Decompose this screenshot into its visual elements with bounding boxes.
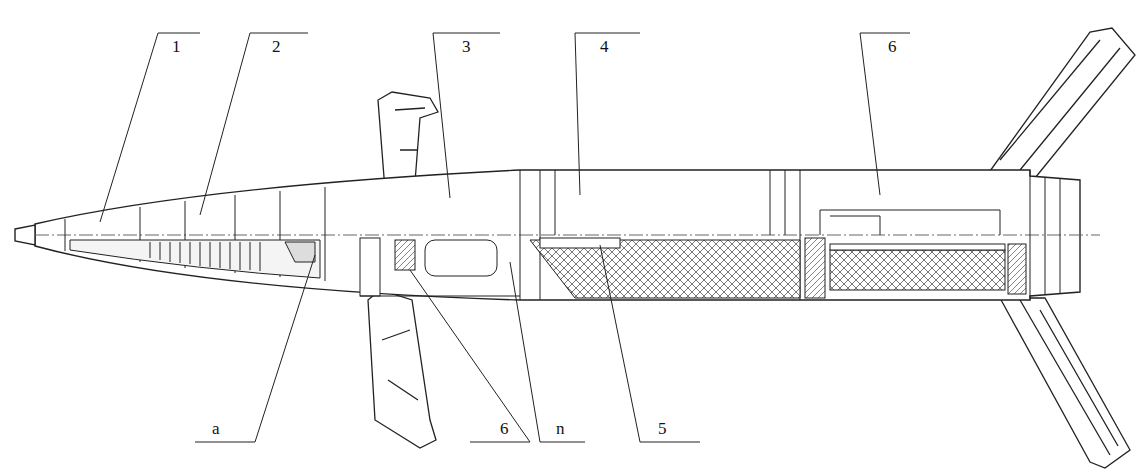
- leader-lines: [100, 33, 910, 442]
- callout-number: 1: [172, 38, 181, 56]
- cutaway: [70, 238, 1026, 298]
- callout-number: 2: [272, 38, 281, 56]
- callout-number: a: [212, 420, 220, 438]
- fins: [368, 28, 1135, 468]
- callout-number: 6: [500, 420, 509, 438]
- callout-number: n: [556, 420, 565, 438]
- callout-number: 5: [658, 420, 667, 438]
- section-lines: [35, 170, 1100, 300]
- callout-number: 3: [462, 38, 471, 56]
- callout-number: 6: [888, 38, 897, 56]
- callout-number: 4: [600, 38, 609, 56]
